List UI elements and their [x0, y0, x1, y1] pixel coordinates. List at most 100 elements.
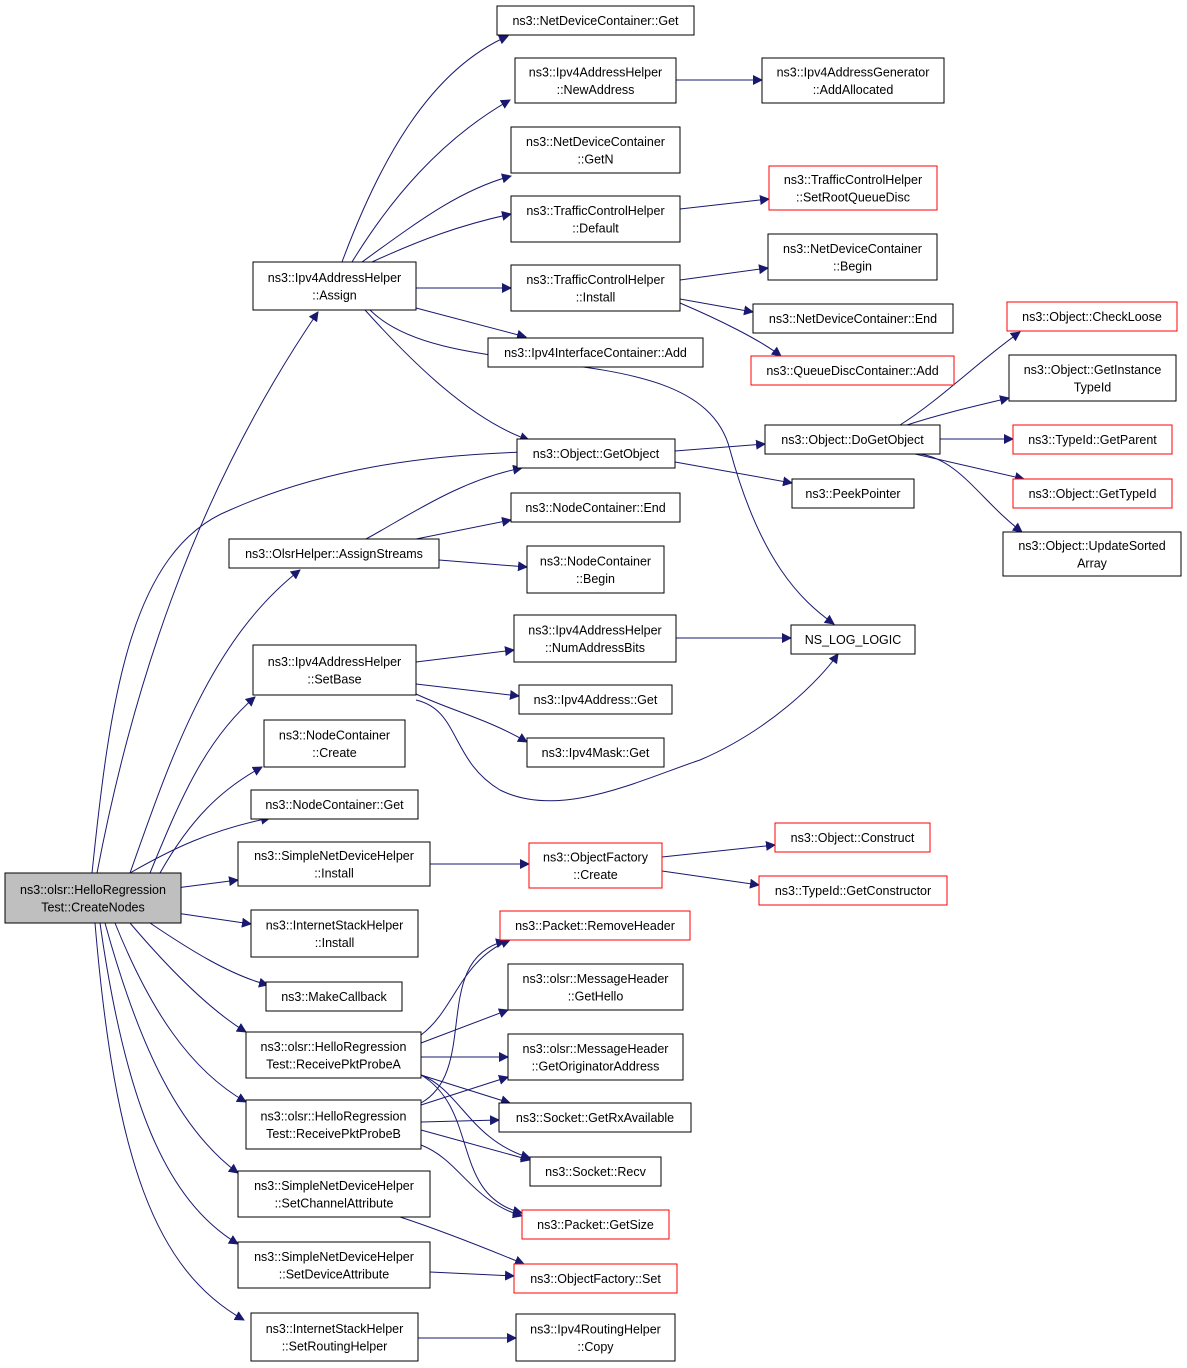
node-box[interactable] — [764, 424, 941, 455]
function-node[interactable]: ns3::NodeContainer::End — [510, 492, 681, 523]
node-box[interactable] — [513, 1263, 678, 1294]
node-box[interactable] — [529, 1156, 662, 1187]
function-node[interactable]: ns3::Ipv4AddressHelper::SetBase — [252, 644, 417, 696]
function-node[interactable]: ns3::ObjectFactory::Set — [513, 1263, 678, 1294]
function-node[interactable]: ns3::SimpleNetDeviceHelper::Install — [237, 841, 431, 887]
function-node[interactable]: ns3::InternetStackHelper::SetRoutingHelp… — [250, 1312, 419, 1362]
function-node[interactable]: ns3::Socket::GetRxAvailable — [498, 1102, 692, 1133]
node-box[interactable] — [528, 842, 663, 889]
function-node[interactable]: ns3::TypeId::GetConstructor — [758, 875, 948, 906]
node-box[interactable] — [513, 614, 677, 663]
function-node[interactable]: ns3::Packet::RemoveHeader — [499, 910, 691, 941]
node-box[interactable] — [758, 875, 948, 906]
node-box[interactable] — [791, 478, 915, 509]
node-box[interactable] — [237, 1241, 431, 1289]
function-node[interactable]: ns3::NodeContainer::Get — [250, 789, 419, 820]
function-node[interactable]: ns3::Object::Construct — [774, 822, 931, 853]
node-box[interactable] — [507, 963, 684, 1011]
node-box[interactable] — [510, 195, 681, 243]
node-box[interactable] — [499, 910, 691, 941]
function-node[interactable]: ns3::olsr::MessageHeader::GetHello — [507, 963, 684, 1011]
node-box[interactable] — [510, 126, 681, 174]
node-box[interactable] — [1008, 354, 1177, 402]
function-node[interactable]: ns3::TypeId::GetParent — [1012, 424, 1173, 455]
node-box[interactable] — [487, 337, 704, 368]
node-box[interactable] — [526, 737, 665, 768]
node-box[interactable] — [237, 841, 431, 887]
node-box[interactable] — [245, 1031, 422, 1079]
function-node[interactable]: ns3::NetDeviceContainer::Get — [496, 5, 695, 36]
node-box[interactable] — [1012, 478, 1173, 509]
function-node[interactable]: ns3::InternetStackHelper::Install — [250, 909, 419, 958]
node-box[interactable] — [245, 1099, 422, 1150]
node-box[interactable] — [498, 1102, 692, 1133]
function-node[interactable]: ns3::TrafficControlHelper::Install — [510, 264, 681, 312]
function-node[interactable]: ns3::Ipv4AddressGenerator::AddAllocated — [761, 57, 945, 104]
function-node[interactable]: ns3::SimpleNetDeviceHelper::SetChannelAt… — [237, 1170, 431, 1218]
function-node[interactable]: ns3::NetDeviceContainer::GetN — [510, 126, 681, 174]
function-node[interactable]: ns3::PeekPointer — [791, 478, 915, 509]
node-box[interactable] — [228, 538, 440, 569]
node-box[interactable] — [768, 165, 938, 211]
node-box[interactable] — [518, 684, 673, 715]
function-node[interactable]: ns3::Ipv4Mask::Get — [526, 737, 665, 768]
function-node[interactable]: ns3::OlsrHelper::AssignStreams — [228, 538, 440, 569]
node-box[interactable] — [510, 264, 681, 312]
function-node[interactable]: ns3::Object::DoGetObject — [764, 424, 941, 455]
function-node[interactable]: ns3::olsr::HelloRegressionTest::ReceiveP… — [245, 1031, 422, 1079]
function-node[interactable]: ns3::Ipv4AddressHelper::NumAddressBits — [513, 614, 677, 663]
function-node[interactable]: ns3::Ipv4Address::Get — [518, 684, 673, 715]
node-box[interactable] — [752, 303, 954, 334]
function-node[interactable]: ns3::olsr::HelloRegressionTest::CreateNo… — [4, 872, 182, 924]
function-node[interactable]: ns3::SimpleNetDeviceHelper::SetDeviceAtt… — [237, 1241, 431, 1289]
function-node[interactable]: ns3::NetDeviceContainer::Begin — [767, 233, 938, 281]
node-box[interactable] — [265, 981, 403, 1012]
node-box[interactable] — [237, 1170, 431, 1218]
node-box[interactable] — [252, 644, 417, 696]
node-box[interactable] — [263, 719, 406, 768]
function-node[interactable]: ns3::olsr::HelloRegressionTest::ReceiveP… — [245, 1099, 422, 1150]
function-node[interactable]: ns3::Object::GetTypeId — [1012, 478, 1173, 509]
node-box[interactable] — [4, 872, 182, 924]
function-node[interactable]: ns3::Object::CheckLoose — [1006, 301, 1178, 332]
function-node[interactable]: ns3::NodeContainer::Create — [263, 719, 406, 768]
function-node[interactable]: ns3::Ipv4InterfaceContainer::Add — [487, 337, 704, 368]
node-box[interactable] — [1012, 424, 1173, 455]
node-box[interactable] — [790, 624, 916, 655]
function-node[interactable]: ns3::MakeCallback — [265, 981, 403, 1012]
function-node[interactable]: ns3::QueueDiscContainer::Add — [750, 355, 955, 386]
function-node[interactable]: ns3::Socket::Recv — [529, 1156, 662, 1187]
node-box[interactable] — [250, 909, 419, 958]
function-node[interactable]: ns3::NodeContainer::Begin — [526, 545, 665, 594]
function-node[interactable]: ns3::Object::GetObject — [516, 438, 676, 469]
node-box[interactable] — [774, 822, 931, 853]
function-node[interactable]: ns3::Packet::GetSize — [521, 1209, 670, 1240]
node-box[interactable] — [507, 1033, 684, 1081]
node-box[interactable] — [252, 261, 417, 311]
node-box[interactable] — [496, 5, 695, 36]
function-node[interactable]: ns3::TrafficControlHelper::SetRootQueueD… — [768, 165, 938, 211]
node-box[interactable] — [1006, 301, 1178, 332]
node-box[interactable] — [521, 1209, 670, 1240]
function-node[interactable]: ns3::NetDeviceContainer::End — [752, 303, 954, 334]
node-box[interactable] — [526, 545, 665, 594]
node-box[interactable] — [510, 492, 681, 523]
node-box[interactable] — [514, 57, 677, 104]
function-node[interactable]: ns3::Ipv4RoutingHelper::Copy — [515, 1313, 676, 1362]
function-node[interactable]: ns3::TrafficControlHelper::Default — [510, 195, 681, 243]
function-node[interactable]: ns3::ObjectFactory::Create — [528, 842, 663, 889]
node-box[interactable] — [750, 355, 955, 386]
node-box[interactable] — [250, 789, 419, 820]
node-box[interactable] — [761, 57, 945, 104]
function-node[interactable]: ns3::Ipv4AddressHelper::NewAddress — [514, 57, 677, 104]
function-node[interactable]: ns3::olsr::MessageHeader::GetOriginatorA… — [507, 1033, 684, 1081]
function-node[interactable]: ns3::Ipv4AddressHelper::Assign — [252, 261, 417, 311]
node-box[interactable] — [250, 1312, 419, 1362]
node-box[interactable] — [767, 233, 938, 281]
node-box[interactable] — [516, 438, 676, 469]
function-node[interactable]: NS_LOG_LOGIC — [790, 624, 916, 655]
node-box[interactable] — [1002, 531, 1182, 577]
node-box[interactable] — [515, 1313, 676, 1362]
